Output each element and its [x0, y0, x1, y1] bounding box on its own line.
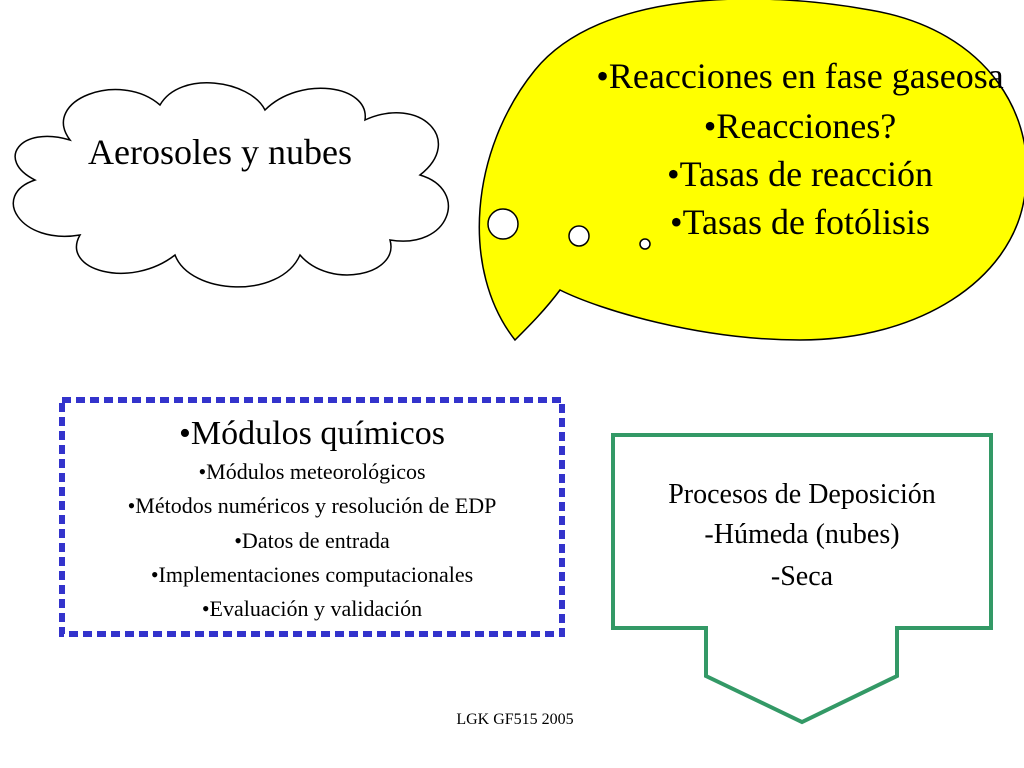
thought-dot-large: [487, 208, 519, 240]
chemical-item-meteorological: •Módulos meteorológicos: [198, 459, 426, 484]
chemical-item-numerical-methods: •Métodos numéricos y resolución de EDP: [127, 493, 497, 518]
footer-credit: LGK GF515 2005: [456, 711, 574, 728]
thought-bubble-body: [478, 0, 1024, 342]
bubble-line-reaction-rates: •Tasas de reacción: [667, 154, 933, 194]
chemical-item-implementations: •Implementaciones computacionales: [150, 562, 474, 587]
chemical-item-evaluation: •Evaluación y validación: [201, 596, 423, 621]
chemical-box-title: •Módulos químicos: [179, 415, 445, 452]
thought-dot-small: [639, 238, 651, 250]
thought-dot-medium: [568, 225, 590, 247]
bubble-line-reactions: •Reacciones?: [703, 106, 897, 146]
bubble-line-photolysis-rates: •Tasas de fotólisis: [669, 202, 931, 242]
deposition-arrow-shape: [611, 433, 993, 725]
deposition-dry: -Seca: [770, 561, 834, 592]
chemical-box-border: [59, 397, 565, 637]
bubble-line-gas-phase: •Reacciones en fase gaseosa: [596, 56, 1004, 96]
cloud-shape: [12, 82, 449, 288]
deposition-title: Procesos de Deposición: [668, 479, 936, 510]
chemical-item-input-data: •Datos de entrada: [234, 528, 390, 553]
deposition-wet: -Húmeda (nubes): [704, 519, 900, 550]
cloud-label: Aerosoles y nubes: [88, 132, 352, 172]
thought-bubble: [478, 0, 1024, 342]
